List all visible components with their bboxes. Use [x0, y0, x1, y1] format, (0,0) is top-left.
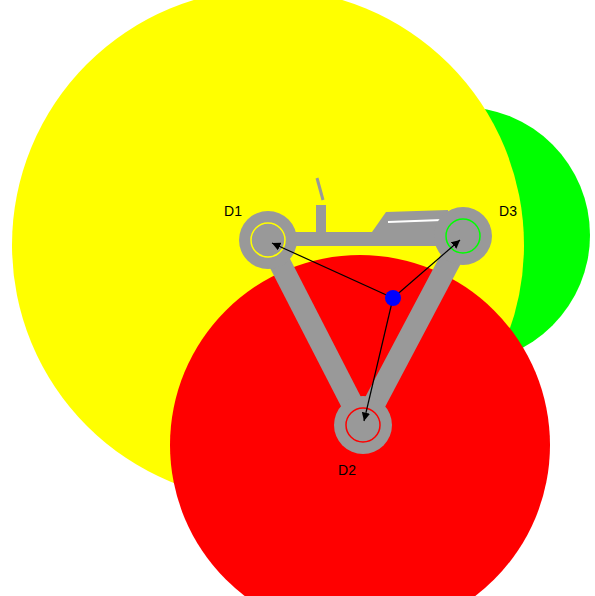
range-red	[170, 255, 550, 596]
position-vectors	[272, 240, 460, 421]
robot-frame	[239, 178, 492, 454]
hub-label: D3	[499, 203, 517, 219]
center-point	[385, 290, 401, 306]
hub-label: D2	[338, 462, 356, 478]
hub-label: D1	[224, 203, 242, 219]
